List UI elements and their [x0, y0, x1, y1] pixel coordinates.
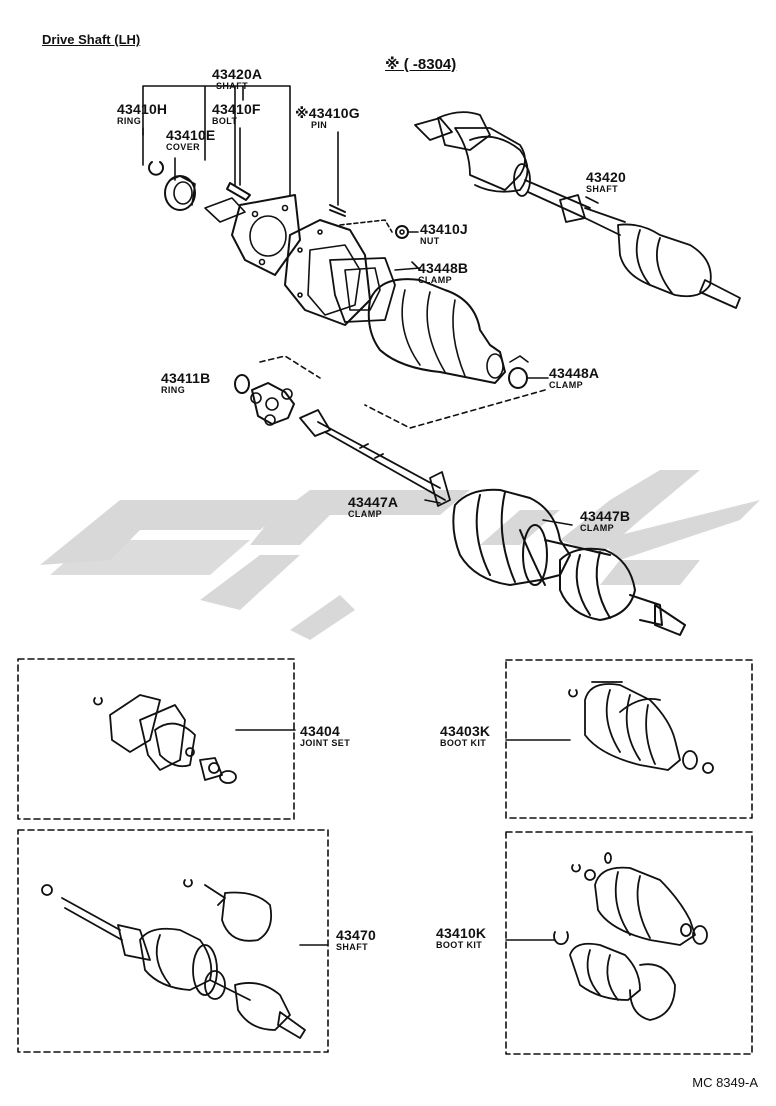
- part-label-43420: 43420 SHAFT: [586, 170, 626, 194]
- part-label-43404: 43404 JOINT SET: [300, 724, 350, 748]
- part-name: BOLT: [212, 116, 238, 126]
- inner-flange: [204, 194, 301, 276]
- part-name: SHAFT: [336, 942, 368, 952]
- part-name: BOOT KIT: [440, 738, 487, 748]
- part-number: 43404: [300, 723, 340, 739]
- part-number: 43447A: [348, 494, 399, 510]
- part-name: CLAMP: [348, 509, 382, 519]
- part-label-43447a: 43447A CLAMP: [348, 495, 398, 519]
- part-label-43403k: 43403K BOOT KIT: [440, 724, 490, 748]
- part-number: 43448A: [549, 365, 600, 381]
- part-label-43448b: 43448B CLAMP: [418, 261, 468, 285]
- box-43403k: [505, 659, 753, 819]
- part-label-43420a: 43420A SHAFT: [212, 67, 262, 91]
- part-label-43410h: 43410H RING: [117, 102, 167, 126]
- part-label-43410j: 43410J NUT: [420, 222, 468, 246]
- part-label-43470: 43470 SHAFT: [336, 928, 376, 952]
- serial-note: ※ ( -8304): [385, 56, 457, 73]
- tripod-housing: [284, 219, 396, 326]
- shaft-43420-assembly: [414, 111, 741, 309]
- part-number: 43448B: [418, 260, 469, 276]
- part-number: ※43410G: [295, 105, 360, 121]
- box-43470: [17, 829, 329, 1053]
- bolt-43410f: [226, 182, 251, 201]
- main-shaft: [299, 409, 451, 507]
- ring-43410h: [148, 161, 164, 176]
- part-name: CLAMP: [418, 275, 452, 285]
- part-label-43410g: ※43410G PIN: [295, 106, 360, 130]
- part-number: 43410F: [212, 101, 261, 117]
- part-name: RING: [161, 385, 186, 395]
- part-name: SHAFT: [216, 81, 248, 91]
- nut-43410j: [395, 225, 409, 239]
- part-name: BOOT KIT: [436, 940, 483, 950]
- part-number: 43410K: [436, 925, 487, 941]
- part-name: PIN: [311, 120, 328, 130]
- leader-bracket-43420a: [142, 85, 291, 196]
- pin-43410g: [329, 204, 346, 217]
- part-label-43410e: 43410E COVER: [166, 128, 215, 152]
- part-name: CLAMP: [580, 523, 614, 533]
- boot-kit-43403k-drawing: [568, 681, 714, 774]
- part-label-43410f: 43410F BOLT: [212, 102, 261, 126]
- joint-set-drawing: [93, 694, 237, 784]
- cover-43410e: [164, 175, 196, 211]
- boot-kit-43410k-drawing: [553, 852, 708, 1021]
- outer-cv-joint: [452, 488, 686, 636]
- part-label-43448a: 43448A CLAMP: [549, 366, 599, 390]
- tripod-spider: [250, 382, 295, 426]
- part-label-43410k: 43410K BOOT KIT: [436, 926, 486, 950]
- box-43410k: [505, 831, 753, 1055]
- shaft-set-43470-drawing: [41, 879, 306, 1039]
- part-number: 43420: [586, 169, 626, 185]
- diagram-title: Drive Shaft (LH): [42, 32, 141, 47]
- box-43404: [17, 658, 295, 820]
- part-number: 43410E: [166, 127, 216, 143]
- part-number: 43470: [336, 927, 376, 943]
- part-name: CLAMP: [549, 380, 583, 390]
- footer-code: MC 8349-A: [692, 1075, 758, 1090]
- clamp-43448a: [508, 367, 528, 389]
- part-number: 43403K: [440, 723, 491, 739]
- part-label-43411b: 43411B RING: [161, 371, 210, 395]
- part-label-43447b: 43447B CLAMP: [580, 509, 630, 533]
- part-number: 43410J: [420, 221, 468, 237]
- boot-inner: [367, 278, 506, 384]
- part-name: RING: [117, 116, 142, 126]
- part-number: 43447B: [580, 508, 631, 524]
- ring-43411b: [234, 374, 250, 394]
- part-name: SHAFT: [586, 184, 618, 194]
- part-number: 43410H: [117, 101, 168, 117]
- part-number: 43411B: [161, 370, 211, 386]
- part-name: COVER: [166, 142, 201, 152]
- part-name: JOINT SET: [300, 738, 351, 748]
- part-name: NUT: [420, 236, 440, 246]
- part-number: 43420A: [212, 66, 263, 82]
